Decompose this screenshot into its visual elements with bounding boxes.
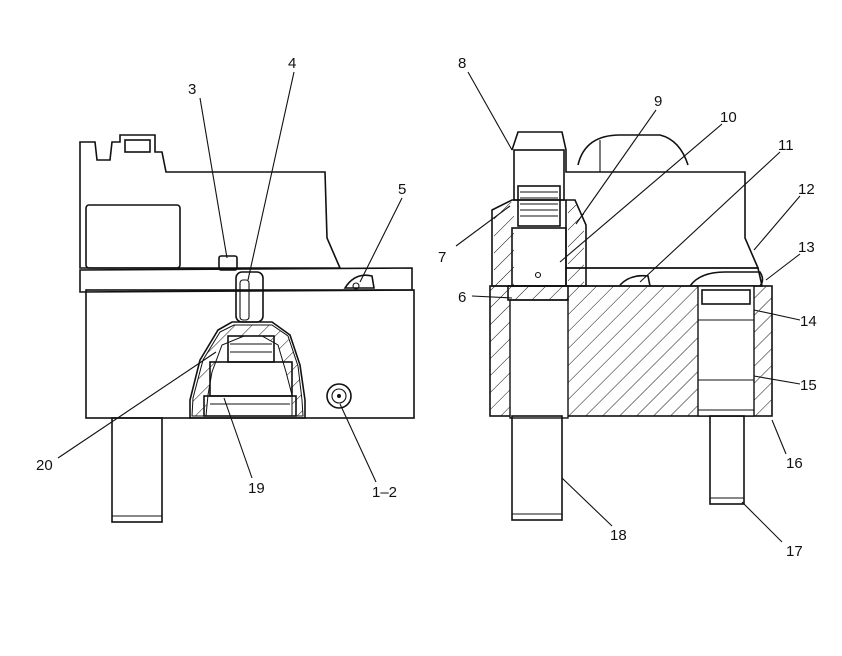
callout-8: 8 (458, 55, 466, 72)
callout-17: 17 (786, 543, 803, 560)
callout-15: 15 (800, 377, 817, 394)
valve-cavity-hatch (191, 324, 304, 417)
left-upper-housing (79, 134, 342, 269)
right-housing-dome (577, 134, 689, 166)
solenoid-block (85, 204, 181, 269)
callout-3: 3 (188, 81, 196, 98)
right-bore (697, 285, 755, 417)
callout-7: 7 (438, 249, 446, 266)
callout-6: 6 (458, 289, 466, 306)
callout-11: 11 (778, 137, 794, 154)
pin-4 (239, 279, 250, 321)
cap-13 (689, 271, 764, 287)
callout-20: 20 (36, 457, 53, 474)
callout-14: 14 (800, 313, 817, 330)
left-top-tab (124, 139, 151, 153)
spring-9 (517, 185, 561, 227)
seat-6 (507, 285, 569, 301)
fitting-1-2-outer (326, 383, 352, 409)
right-plate (565, 267, 763, 287)
callout-labels: 3 4 5 20 19 1–2 8 9 10 11 12 13 7 6 14 1… (36, 55, 817, 560)
callout-1-2: 1–2 (372, 484, 397, 501)
left-main-body (85, 289, 415, 419)
callout-4: 4 (288, 55, 296, 72)
left-view (79, 134, 415, 523)
fitting-1-2-inner (331, 388, 347, 404)
callout-16: 16 (786, 455, 803, 472)
callout-12: 12 (798, 181, 815, 198)
fitting-1-2-center (337, 394, 341, 398)
callout-19: 19 (248, 480, 265, 497)
shaft-18 (511, 415, 563, 521)
seal-11 (619, 274, 651, 287)
plug-5 (343, 274, 375, 289)
callout-13: 13 (798, 239, 815, 256)
cap-13-inner (701, 289, 751, 305)
leader-lines (57, 71, 801, 543)
valve-spool (209, 361, 293, 397)
callout-9: 9 (654, 93, 662, 110)
screw-3 (218, 255, 238, 271)
right-view (489, 131, 773, 521)
plug-5-dot (352, 282, 360, 290)
stem-8 (513, 149, 565, 201)
check-valve-19 (203, 395, 297, 417)
callout-5: 5 (398, 181, 406, 198)
shaft-17 (709, 415, 745, 505)
callout-18: 18 (610, 527, 627, 544)
callout-10: 10 (720, 109, 737, 126)
left-bore (509, 299, 569, 419)
left-shaft (111, 417, 163, 523)
valve-cavity (189, 321, 306, 419)
